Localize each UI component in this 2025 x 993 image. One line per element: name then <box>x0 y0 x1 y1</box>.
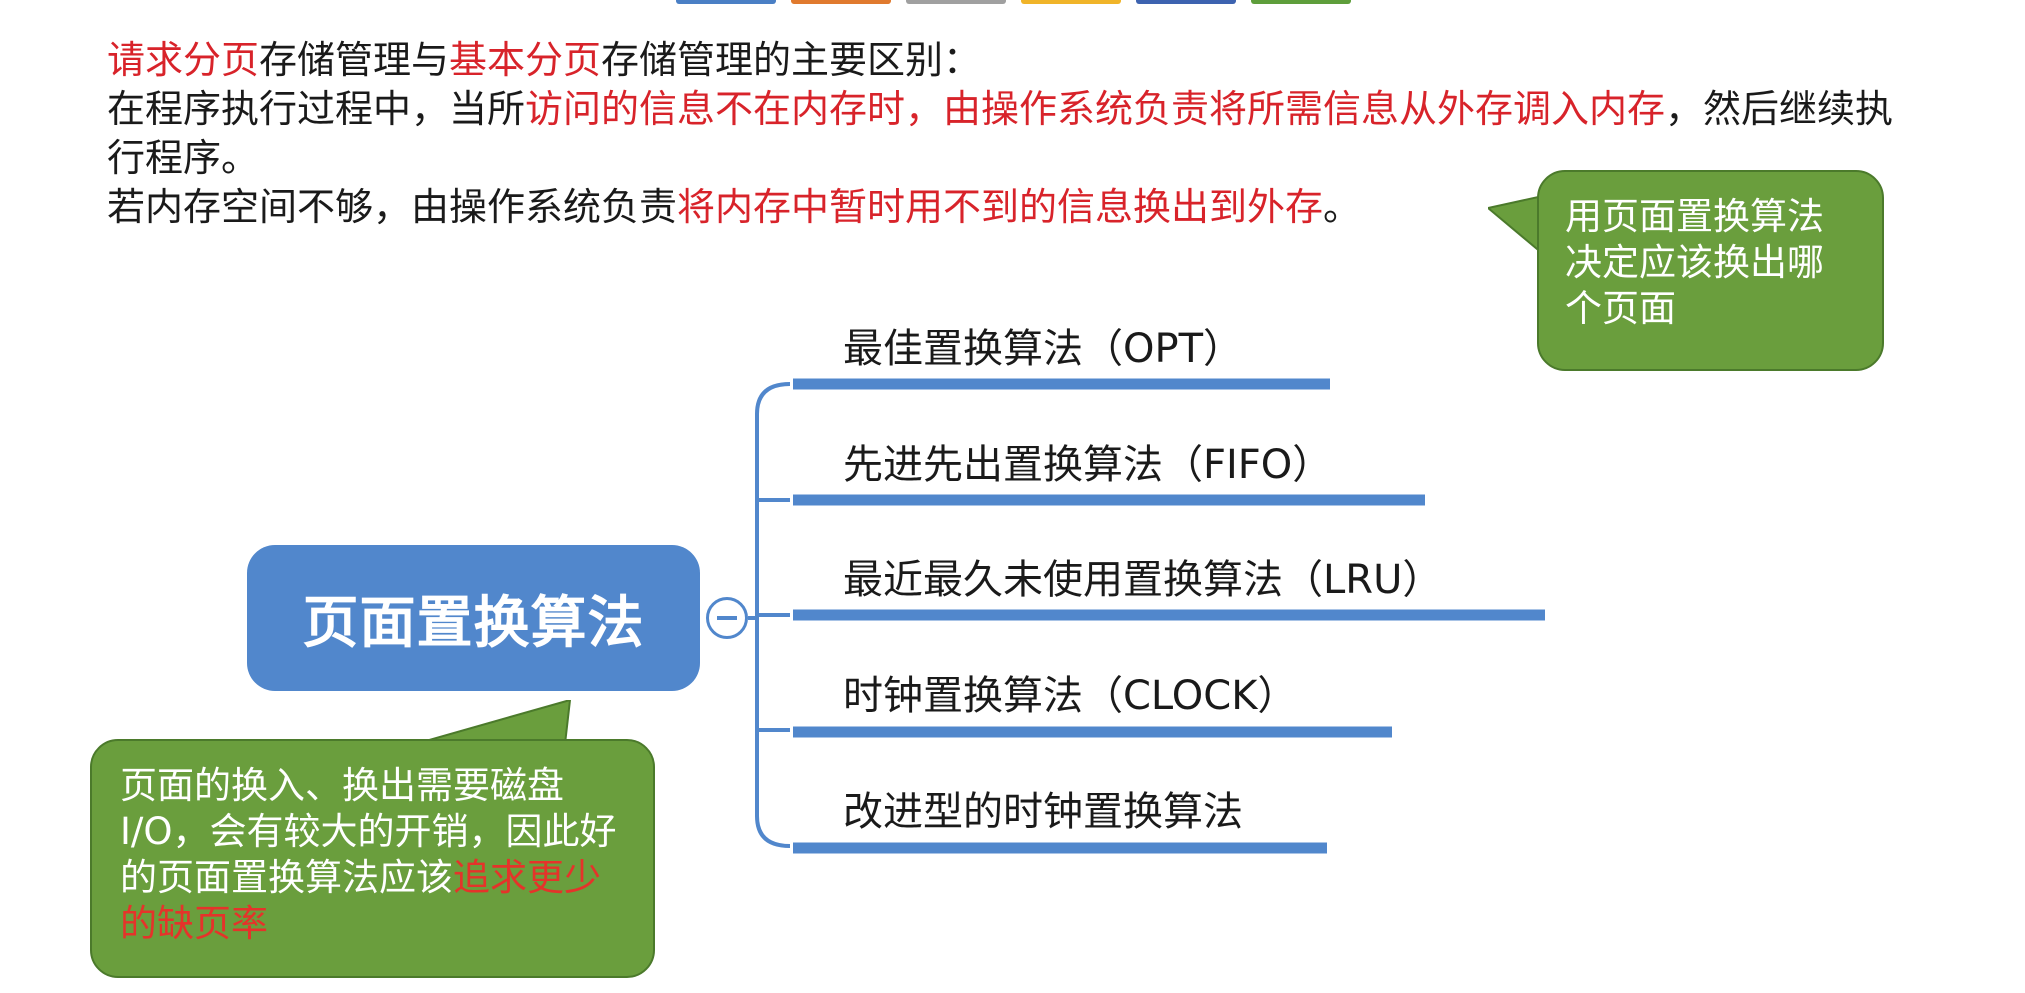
callout-top-tail <box>1488 196 1543 254</box>
branch-label: 改进型的时钟置换算法 <box>843 789 1243 835</box>
intro-line-2: 在程序执行过程中，当所访问的信息不在内存时，由操作系统负责将所需信息从外存调入内… <box>107 85 1927 183</box>
branch-opt[interactable]: 最佳置换算法（OPT） <box>843 316 1243 374</box>
slide-tab <box>676 0 776 4</box>
intro-phrase: 访问的信息不在内存时，由操作系统负责将所需信息从外存调入内存 <box>525 87 1666 131</box>
callout-bottom: 页面的换入、换出需要磁盘I/O，会有较大的开销，因此好的页面置换算法应该追求更少… <box>90 739 655 978</box>
branch-label: 先进先出置换算法（FIFO） <box>843 442 1333 488</box>
intro-phrase: 。 <box>1323 185 1362 229</box>
intro-phrase: 基本分页 <box>449 38 602 82</box>
intro-line-1: 请求分页存储管理与基本分页存储管理的主要区别： <box>107 36 1927 85</box>
intro-phrase: 存储管理与 <box>259 38 450 82</box>
slide-tab <box>1251 0 1351 4</box>
intro-phrase: ，然后继续执行程序。 <box>107 87 1894 180</box>
slide-tab <box>1021 0 1121 4</box>
branch-lru[interactable]: 最近最久未使用置换算法（LRU） <box>843 547 1442 605</box>
collapse-toggle-icon[interactable] <box>706 597 748 639</box>
slide-tab <box>906 0 1006 4</box>
slide-tab <box>1136 0 1236 4</box>
callout-top-text: 用页面置换算法决定应该换出哪个页面 <box>1565 195 1824 330</box>
branch-fifo[interactable]: 先进先出置换算法（FIFO） <box>843 432 1332 490</box>
callout-bottom-text: 页面的换入、换出需要磁盘I/O，会有较大的开销，因此好的页面置换算法应该 <box>120 764 617 899</box>
branch-label: 最佳置换算法（OPT） <box>843 326 1244 372</box>
intro-phrase: 若内存空间不够，由操作系统负责 <box>107 185 678 229</box>
intro-text: 请求分页存储管理与基本分页存储管理的主要区别： 在程序执行过程中，当所访问的信息… <box>107 36 1927 232</box>
slide-tab-bar <box>676 0 1351 4</box>
intro-line-3: 若内存空间不够，由操作系统负责将内存中暂时用不到的信息换出到外存。 <box>107 183 1927 232</box>
callout-bottom-highlight: 追求更少的缺页率 <box>120 856 601 945</box>
intro-phrase: 请求分页 <box>107 38 260 82</box>
branch-clock[interactable]: 时钟置换算法（CLOCK） <box>843 663 1297 721</box>
callout-top: 用页面置换算法决定应该换出哪个页面 <box>1537 170 1884 371</box>
intro-phrase: 将内存中暂时用不到的信息换出到外存 <box>677 185 1324 229</box>
branch-label: 最近最久未使用置换算法（LRU） <box>843 557 1443 603</box>
mindmap-root-node[interactable]: 页面置换算法 <box>247 545 700 691</box>
root-label: 页面置换算法 <box>302 590 645 656</box>
intro-phrase: 在程序执行过程中，当所 <box>107 87 526 131</box>
branch-improved-clock[interactable]: 改进型的时钟置换算法 <box>843 779 1243 837</box>
slide-tab <box>791 0 891 4</box>
branch-label: 时钟置换算法（CLOCK） <box>843 673 1298 719</box>
intro-phrase: 存储管理的主要区别： <box>601 38 982 82</box>
